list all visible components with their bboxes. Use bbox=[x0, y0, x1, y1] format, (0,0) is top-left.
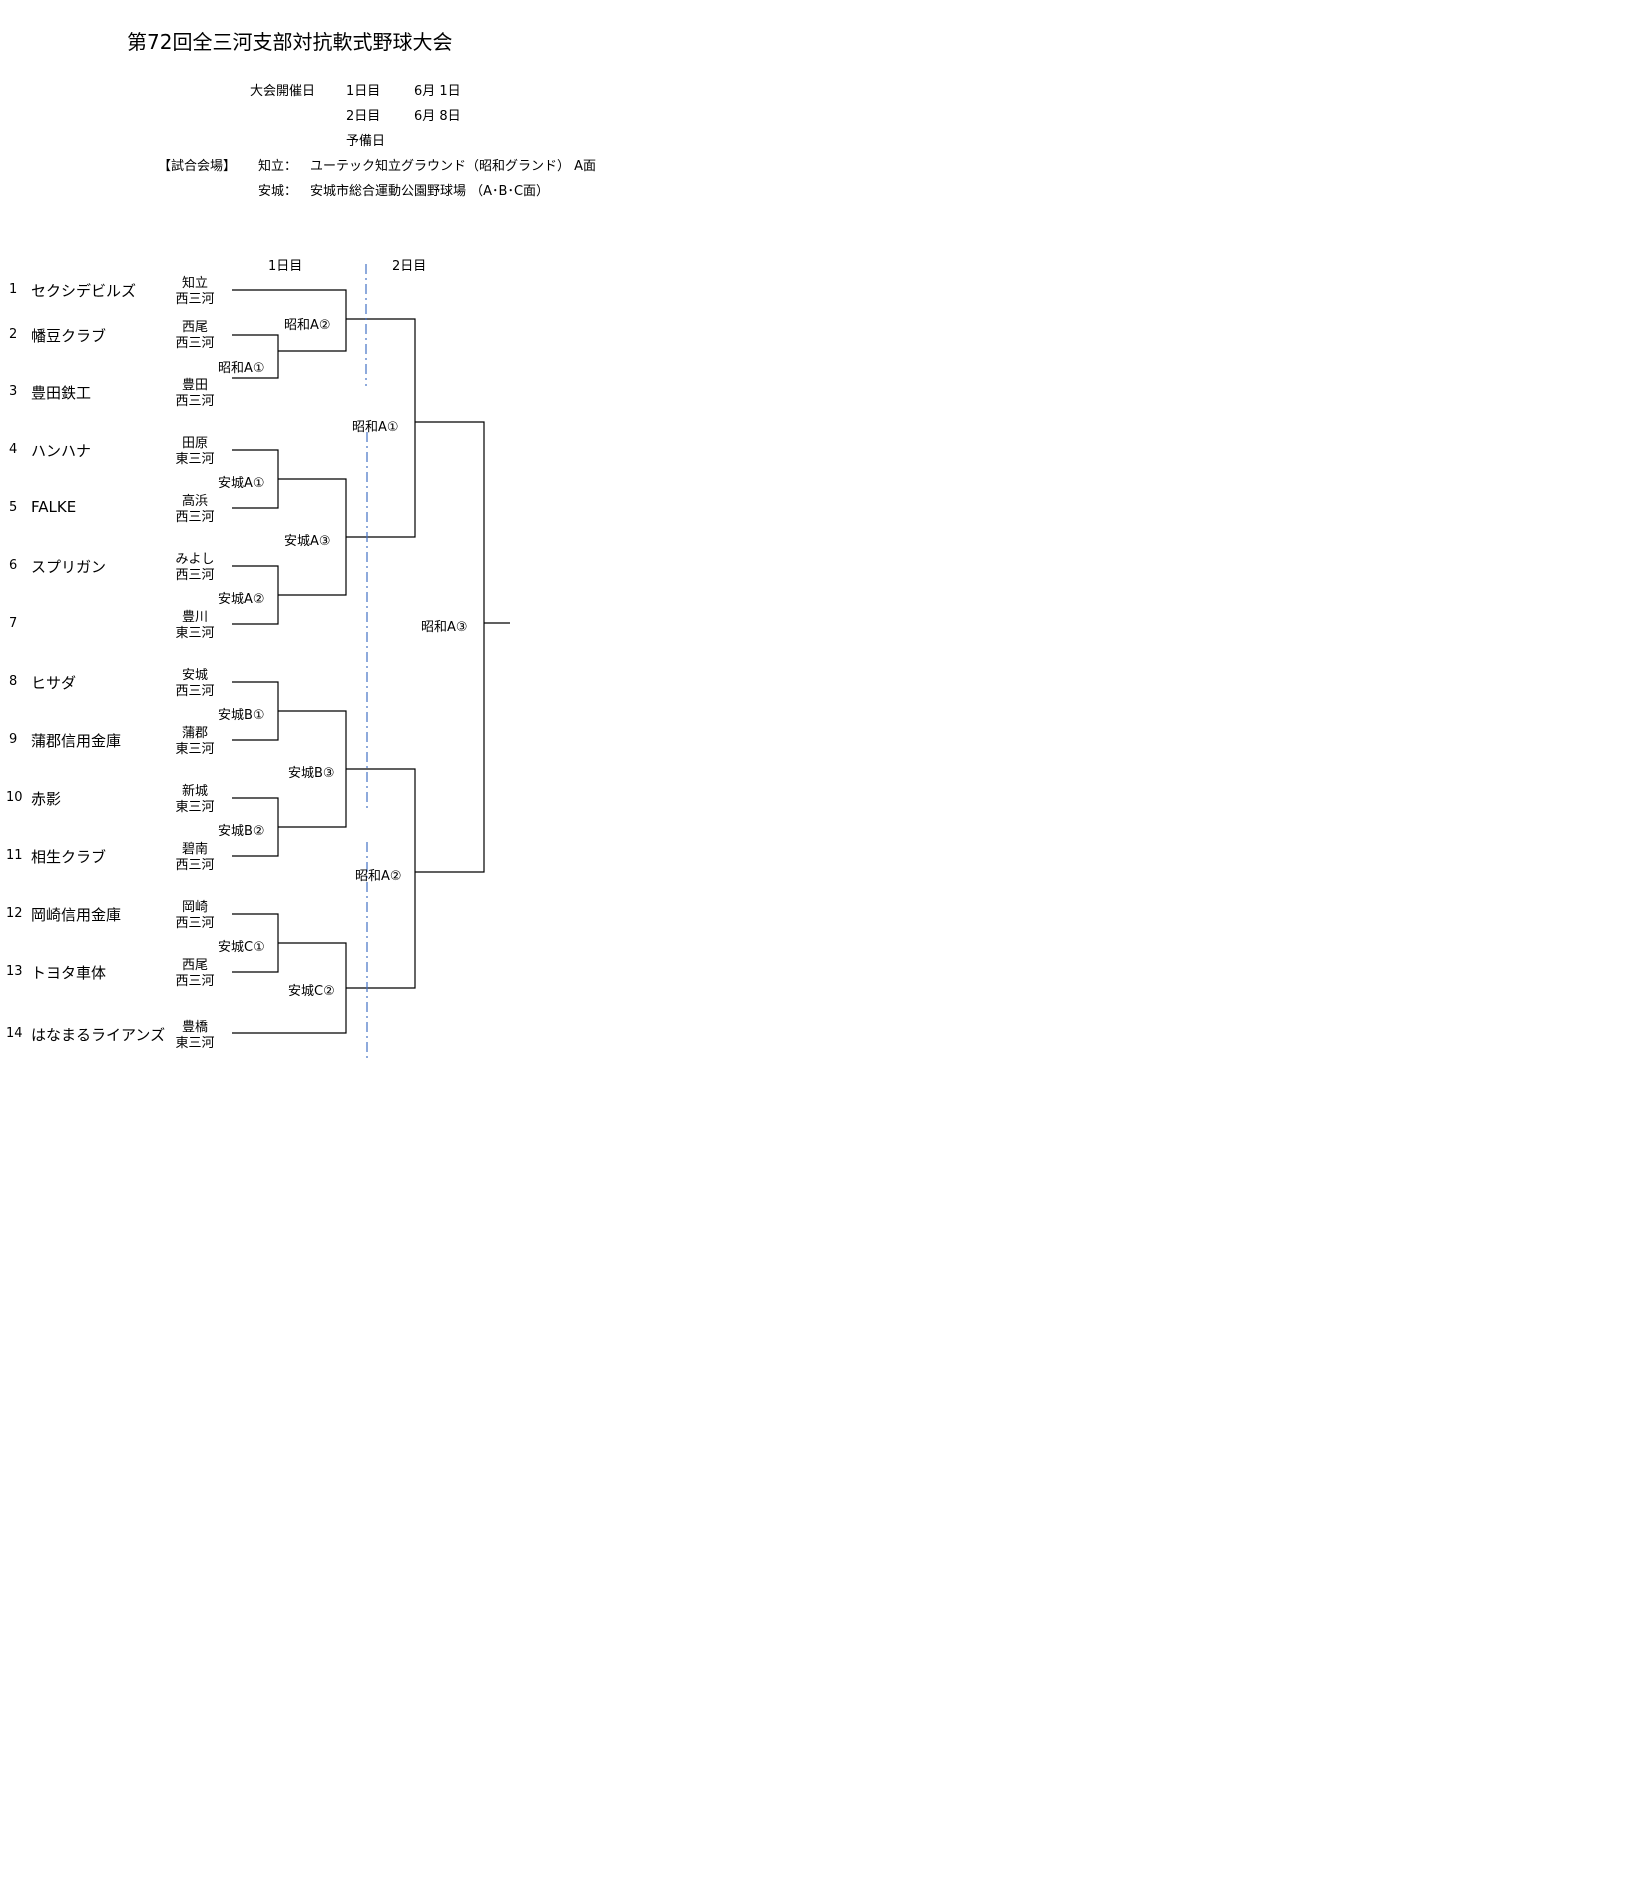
team-region: 高浜西三河 bbox=[175, 494, 215, 525]
match-label: 昭和A① bbox=[352, 420, 399, 435]
bracket-final-showa-a3 bbox=[415, 421, 485, 873]
venues-label: 【試合会場】 bbox=[158, 159, 237, 174]
schedule-day2: 2日目 bbox=[346, 109, 381, 124]
team-name: 豊田鉄工 bbox=[31, 384, 92, 402]
team-region: 豊橋東三河 bbox=[175, 1020, 215, 1051]
match-label: 昭和A② bbox=[355, 869, 402, 884]
team-region: 田原東三河 bbox=[175, 436, 215, 467]
team-region: 碧南西三河 bbox=[175, 842, 215, 873]
schedule-day2-date: 6月 8日 bbox=[414, 109, 461, 124]
team-number: 14 bbox=[6, 1026, 23, 1041]
team-region: 蒲郡東三河 bbox=[175, 726, 215, 757]
team-number: 4 bbox=[9, 442, 18, 457]
team-name: 相生クラブ bbox=[31, 848, 107, 866]
team-region: 知立西三河 bbox=[175, 276, 215, 307]
team-name: ヒサダ bbox=[31, 674, 77, 692]
venue-2-name: 安城市総合運動公園野球場 （A･B･C面） bbox=[310, 184, 550, 199]
team-number: 7 bbox=[9, 616, 18, 631]
team-region: 豊川東三河 bbox=[175, 610, 215, 641]
bracket-r1-showa-a1 bbox=[232, 334, 279, 379]
match-label: 昭和A③ bbox=[421, 620, 468, 635]
team-region: 安城西三河 bbox=[175, 668, 215, 699]
team-name: セクシデビルズ bbox=[31, 282, 137, 300]
team-region: 西尾西三河 bbox=[175, 958, 215, 989]
schedule-day1-date: 6月 1日 bbox=[414, 84, 461, 99]
team-number: 5 bbox=[9, 500, 18, 515]
match-label: 昭和A② bbox=[284, 318, 331, 333]
bracket-sf-showa-a1 bbox=[346, 318, 416, 538]
venue-1-name: ユーテック知立グラウンド（昭和グランド） A面 bbox=[310, 159, 597, 174]
team-region: みよし西三河 bbox=[175, 552, 215, 583]
team-name: スプリガン bbox=[31, 558, 107, 576]
schedule-label: 大会開催日 bbox=[250, 84, 316, 99]
match-label: 安城B③ bbox=[288, 766, 335, 781]
team-number: 9 bbox=[9, 732, 18, 747]
team-region: 岡崎西三河 bbox=[175, 900, 215, 931]
schedule-reserve: 予備日 bbox=[346, 134, 386, 149]
match-label: 昭和A① bbox=[218, 361, 265, 376]
round-header-day2: 2日目 bbox=[392, 259, 427, 274]
match-label: 安城B② bbox=[218, 824, 265, 839]
team-region: 豊田西三河 bbox=[175, 378, 215, 409]
team-region: 新城東三河 bbox=[175, 784, 215, 815]
team-number: 6 bbox=[9, 558, 18, 573]
match-label: 安城A③ bbox=[284, 534, 331, 549]
team-name: 幡豆クラブ bbox=[31, 327, 107, 345]
team-name: 蒲郡信用金庫 bbox=[31, 732, 122, 750]
page-title: 第72回全三河支部対抗軟式野球大会 bbox=[127, 30, 453, 54]
team-name: 赤影 bbox=[31, 790, 62, 808]
bracket-sf-showa-a2 bbox=[346, 768, 416, 989]
match-label: 安城B① bbox=[218, 708, 265, 723]
team-number: 3 bbox=[9, 384, 18, 399]
match-label: 安城A① bbox=[218, 476, 265, 491]
team-name: FALKE bbox=[31, 498, 77, 516]
team-number: 8 bbox=[9, 674, 18, 689]
round-header-day1: 1日目 bbox=[268, 259, 303, 274]
team-name: トヨタ車体 bbox=[31, 964, 107, 982]
match-label: 安城C② bbox=[288, 984, 335, 999]
team-number: 11 bbox=[6, 848, 23, 863]
team-number: 1 bbox=[9, 282, 18, 297]
match-label: 安城C① bbox=[218, 940, 265, 955]
bracket-r2-showa-a2 bbox=[232, 289, 347, 352]
venue-1-city: 知立： bbox=[258, 159, 298, 174]
team-number: 13 bbox=[6, 964, 23, 979]
team-region: 西尾西三河 bbox=[175, 320, 215, 351]
schedule-day1: 1日目 bbox=[346, 84, 381, 99]
team-name: 岡崎信用金庫 bbox=[31, 906, 122, 924]
team-name: ハンハナ bbox=[31, 442, 92, 460]
team-name: はなまるライアンズ bbox=[31, 1026, 166, 1044]
venue-2-city: 安城： bbox=[258, 184, 298, 199]
team-number: 10 bbox=[6, 790, 23, 805]
team-number: 2 bbox=[9, 327, 18, 342]
match-label: 安城A② bbox=[218, 592, 265, 607]
team-number: 12 bbox=[6, 906, 23, 921]
